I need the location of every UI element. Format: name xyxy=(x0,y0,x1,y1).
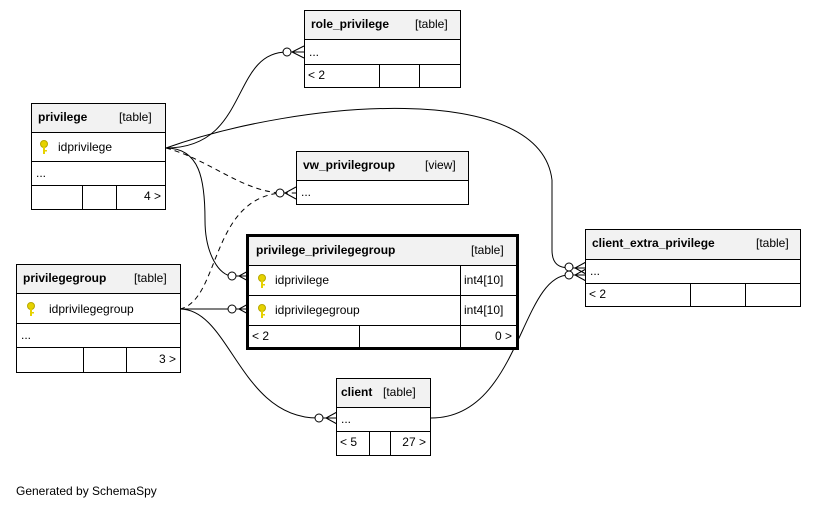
column-name: idprivilege xyxy=(58,140,113,154)
edge-end-circle xyxy=(227,271,237,281)
table-footer: 4 > xyxy=(32,186,165,209)
table-kind: [table] xyxy=(383,385,416,399)
table-header: client_extra_privilege [table] xyxy=(586,230,800,260)
table-privilege[interactable]: privilege [table] idprivilege ... 4 > xyxy=(31,103,166,210)
ellipsis: ... xyxy=(301,185,312,199)
child-count: 4 > xyxy=(143,189,161,203)
crow-foot xyxy=(290,45,305,59)
key-icon xyxy=(258,304,266,318)
column-row: idprivilege int4[10] xyxy=(249,266,516,296)
column-type: int4[10] xyxy=(464,303,504,317)
view-vw-privilegroup[interactable]: vw_privilegroup [view] ... xyxy=(296,151,469,205)
table-name: client_extra_privilege xyxy=(592,236,715,250)
ellipsis-row: ... xyxy=(32,162,165,186)
generated-by-text: Generated by SchemaSpy xyxy=(16,484,157,498)
column-name: idprivilege xyxy=(275,273,330,287)
key-icon xyxy=(40,140,48,154)
table-header: privilege [table] xyxy=(32,104,165,133)
table-kind: [table] xyxy=(134,271,167,285)
table-privilegegroup[interactable]: privilegegroup [table] idprivilegegroup … xyxy=(16,264,181,373)
column-divider xyxy=(460,296,461,325)
table-header: privilegegroup [table] xyxy=(17,265,180,294)
ellipsis: ... xyxy=(309,45,320,59)
table-name: vw_privilegroup xyxy=(303,158,396,172)
table-header: vw_privilegroup [view] xyxy=(297,152,468,181)
ellipsis-row: ... xyxy=(297,181,468,204)
child-count: 0 > xyxy=(494,329,512,343)
table-name: privilegegroup xyxy=(23,271,107,285)
table-kind: [table] xyxy=(415,17,448,31)
table-footer: 3 > xyxy=(17,348,180,372)
ellipsis-row: ... xyxy=(305,40,460,65)
ellipsis: ... xyxy=(590,264,601,278)
parent-count: < 2 xyxy=(589,287,607,301)
table-name: role_privilege xyxy=(311,17,390,31)
ellipsis-row: ... xyxy=(17,324,180,348)
edge-privilegegroup-client xyxy=(179,308,337,419)
edge-privilegegroup-vw-privilegroup xyxy=(179,192,281,310)
edge-end-circle xyxy=(275,188,285,198)
ellipsis-row: ... xyxy=(337,408,430,432)
column-row: idprivilege xyxy=(32,133,165,162)
child-count: 27 > xyxy=(402,435,426,449)
column-type: int4[10] xyxy=(464,273,504,287)
crow-foot xyxy=(324,411,338,425)
crow-foot xyxy=(283,186,297,200)
parent-count: < 2 xyxy=(252,329,270,343)
edge-end-circle xyxy=(564,270,574,280)
table-footer: < 2 0 > xyxy=(249,326,516,347)
table-footer: < 5 27 > xyxy=(337,432,430,455)
crow-foot xyxy=(573,268,587,282)
ellipsis: ... xyxy=(36,166,47,180)
table-kind: [table] xyxy=(471,243,504,257)
table-role-privilege[interactable]: role_privilege [table] ... < 2 xyxy=(304,10,461,88)
child-count: 3 > xyxy=(158,352,176,366)
table-client-extra-privilege[interactable]: client_extra_privilege [table] ... < 2 xyxy=(585,229,801,307)
ellipsis-row: ... xyxy=(586,260,800,284)
edge-end-circle xyxy=(314,413,324,423)
ellipsis: ... xyxy=(21,328,32,342)
edge-privilege-ppg xyxy=(165,147,250,277)
table-header: privilege_privilegegroup [table] xyxy=(249,237,516,266)
edge-privilege-vw-privilegroup xyxy=(165,147,296,194)
edge-end-circle xyxy=(564,262,574,272)
table-client[interactable]: client [table] ... < 5 27 > xyxy=(336,378,431,456)
parent-count: < 5 xyxy=(340,435,358,449)
crow-foot xyxy=(573,261,587,275)
table-kind: [table] xyxy=(119,110,152,124)
column-row: idprivilegegroup int4[10] xyxy=(249,296,516,326)
table-name: privilege xyxy=(38,110,88,124)
column-name: idprivilegegroup xyxy=(275,303,360,317)
key-icon xyxy=(258,274,266,288)
key-icon xyxy=(27,302,35,316)
column-name: idprivilegegroup xyxy=(49,302,134,316)
ellipsis: ... xyxy=(341,412,352,426)
edge-end-circle xyxy=(227,304,237,314)
edge-privilege-client-extra-privilege xyxy=(165,108,586,269)
table-kind: [table] xyxy=(756,236,789,250)
parent-count: < 2 xyxy=(308,68,326,82)
edge-end-circle xyxy=(282,47,292,57)
table-footer: < 2 xyxy=(586,284,800,306)
table-name: client xyxy=(341,385,373,399)
column-row: idprivilegegroup xyxy=(17,294,180,324)
table-footer: < 2 xyxy=(305,65,460,87)
table-privilege-privilegegroup[interactable]: privilege_privilegegroup [table] idprivi… xyxy=(246,234,519,350)
table-header: client [table] xyxy=(337,379,430,408)
edge-privilege-role-privilege xyxy=(165,51,304,149)
column-divider xyxy=(460,266,461,295)
table-kind: [view] xyxy=(425,158,456,172)
table-header: role_privilege [table] xyxy=(305,11,460,40)
table-name: privilege_privilegegroup xyxy=(256,243,396,257)
